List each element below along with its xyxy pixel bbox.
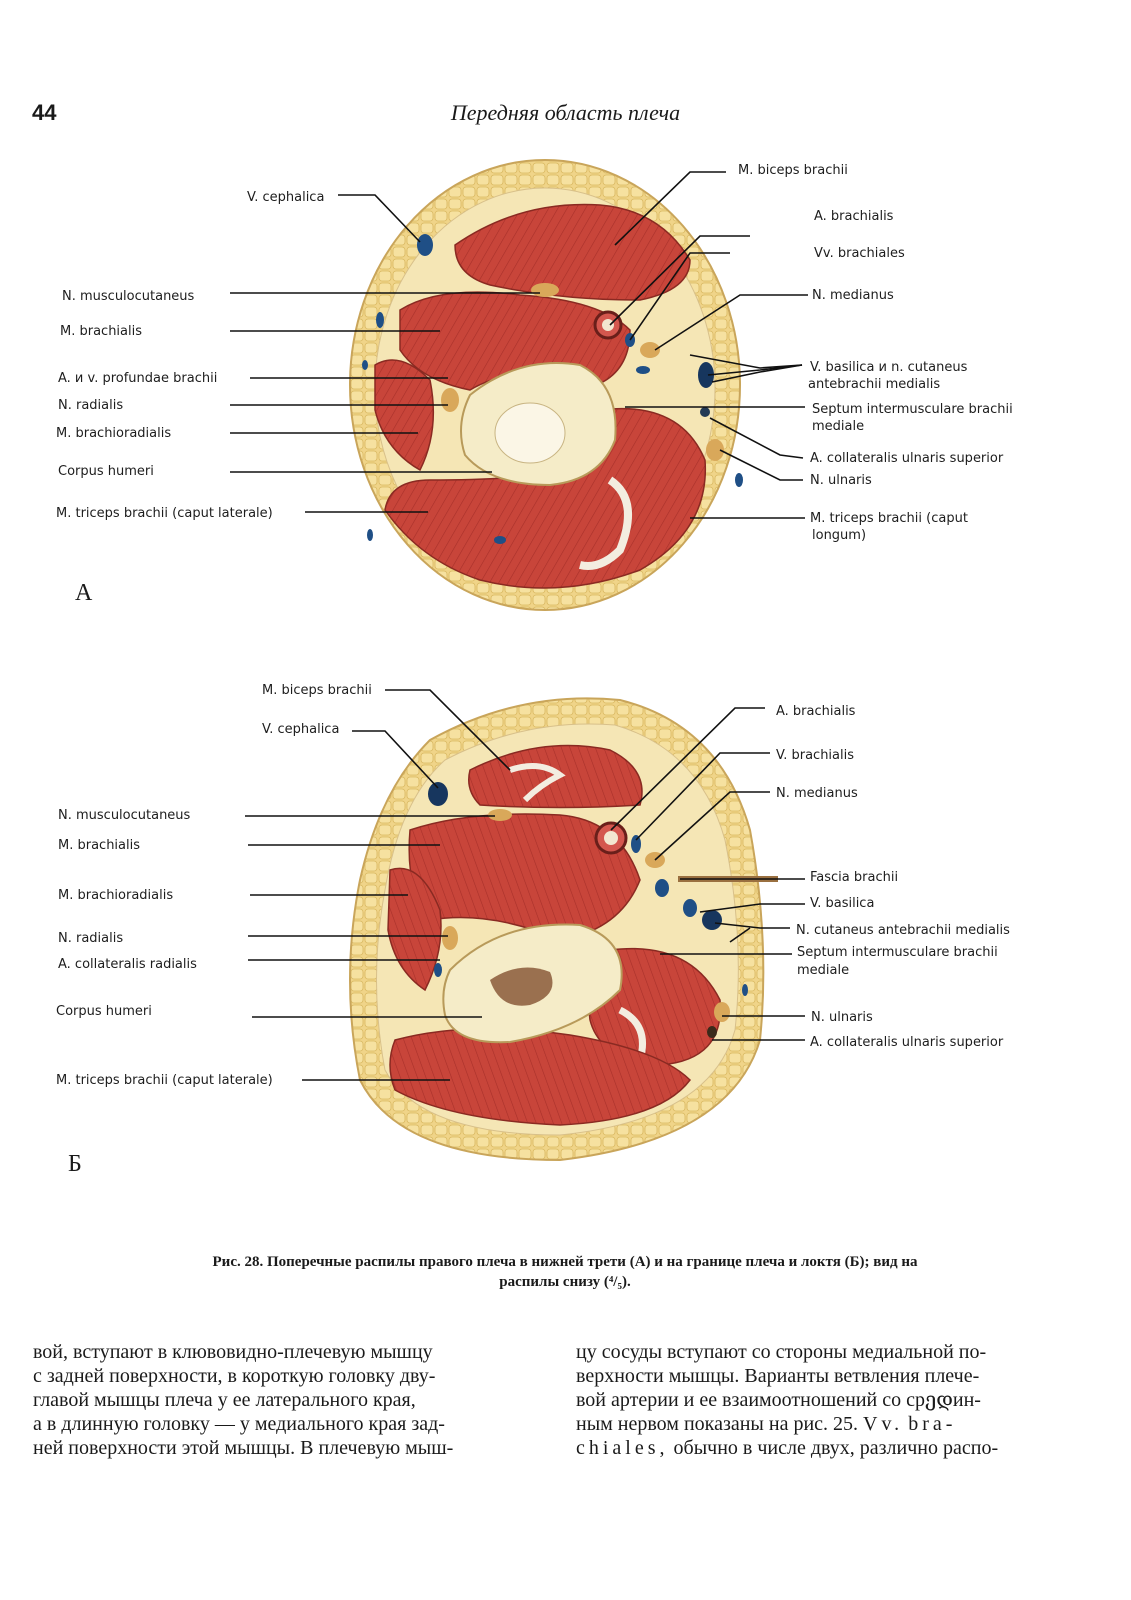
label-a-m-biceps: M. biceps brachii [738, 163, 848, 178]
label-b-septum-1: Septum intermusculare brachii [797, 945, 998, 960]
label-b-corpus-humeri: Corpus humeri [56, 1004, 152, 1019]
figure-b-cross-section [245, 689, 805, 1162]
figure-caption: Рис. 28. Поперечные распилы правого плеч… [60, 1252, 1070, 1292]
label-b-m-brachioradialis: M. brachioradialis [58, 888, 174, 903]
term-chiales: chiales, [576, 1437, 669, 1459]
label-b-n-ulnaris: N. ulnaris [811, 1010, 873, 1025]
label-b-a-collateralis-ulnaris: A. collateralis ulnaris superior [810, 1035, 1004, 1050]
running-title: Передняя область плеча [450, 100, 681, 125]
body-right-text: ным нервом показаны на рис. 25. [576, 1413, 859, 1435]
term-vv: Vv. [863, 1413, 904, 1435]
label-a-n-ulnaris: N. ulnaris [810, 473, 872, 488]
label-a-v-basilica-2: antebrachii medialis [808, 377, 941, 392]
term-bra: bra- [908, 1413, 957, 1435]
label-b-m-brachialis: M. brachialis [58, 838, 141, 853]
cephalic-vein-dot [417, 234, 433, 256]
label-a-n-radialis: N. radialis [58, 398, 124, 413]
label-a-v-cephalica: V. cephalica [247, 190, 325, 205]
label-b-v-brachialis: V. brachialis [776, 748, 855, 763]
label-b-a-collateralis-radialis: A. collateralis radialis [58, 957, 197, 972]
label-a-v-basilica-1: V. basilica и n. cutaneus [810, 360, 968, 375]
panel-label-b: Б [68, 1151, 82, 1177]
label-a-septum-2: mediale [812, 419, 865, 434]
label-a-corpus-humeri: Corpus humeri [58, 464, 154, 479]
label-a-septum-1: Septum intermusculare brachii [812, 402, 1013, 417]
body-left-line: с задней поверхности, в короткую головку… [33, 1365, 436, 1387]
body-left-line: ней поверхности этой мышцы. В плечевую м… [33, 1437, 454, 1459]
body-right-line: верхности мышцы. Варианты ветвления плеч… [576, 1365, 980, 1387]
label-a-n-musculocutaneus: N. musculocutaneus [62, 289, 195, 304]
label-b-v-basilica: V. basilica [810, 896, 875, 911]
label-b-n-musculocutaneus: N. musculocutaneus [58, 808, 191, 823]
body-right-line: ным нервом показаны на рис. 25. Vv. bra- [576, 1412, 1086, 1436]
body-left-line: вой, вступают в клювовидно-плечевую мышц… [33, 1341, 433, 1363]
body-column-left: вой, вступают в клювовидно-плечевую мышц… [33, 1340, 543, 1460]
label-b-n-cutaneus: N. cutaneus antebrachii medialis [796, 923, 1010, 938]
page-number: 44 [32, 100, 57, 125]
label-a-m-brachialis: M. brachialis [60, 324, 143, 339]
basilic-vein-dot [702, 910, 722, 930]
cephalic-vein-dot [428, 782, 448, 806]
body-column-right: цу сосуды вступают со стороны медиальной… [576, 1340, 1086, 1460]
body-right-line: вой артерии и ее взаимоотношений со срედ… [576, 1389, 981, 1411]
caption-line-1: Рис. 28. Поперечные распилы правого плеч… [212, 1254, 918, 1270]
label-b-v-cephalica: V. cephalica [262, 722, 340, 737]
body-left-line: главой мышцы плеча у ее латерального кра… [33, 1389, 416, 1411]
caption-line-2: распилы снизу (⁴/₅). [499, 1274, 631, 1290]
label-a-a-brachialis: A. brachialis [814, 209, 894, 224]
label-b-a-brachialis: A. brachialis [776, 704, 856, 719]
label-a-m-triceps-long-2: longum) [812, 528, 867, 543]
label-b-m-triceps-lat: M. triceps brachii (caput laterale) [56, 1073, 273, 1088]
label-b-fascia-brachii: Fascia brachii [810, 870, 899, 885]
body-right-line: chiales, обычно в числе двух, различно р… [576, 1436, 1086, 1460]
body-left-line: а в длинную головку — у медиального края… [33, 1413, 445, 1435]
label-b-n-medianus: N. medianus [776, 786, 858, 801]
panel-label-a: А [75, 580, 93, 606]
label-a-m-triceps-long-1: M. triceps brachii (caput [810, 511, 968, 526]
label-b-m-biceps: M. biceps brachii [262, 683, 372, 698]
label-a-a-profundae: A. и v. profundae brachii [58, 371, 218, 386]
basilic-vein-dot [698, 362, 714, 388]
label-a-a-collateralis-ulnaris: A. collateralis ulnaris superior [810, 451, 1004, 466]
label-a-m-triceps-lat: M. triceps brachii (caput laterale) [56, 506, 273, 521]
body-right-tail: обычно в числе двух, различно распо- [673, 1437, 999, 1459]
label-a-m-brachioradialis: M. brachioradialis [56, 426, 172, 441]
body-right-line: цу сосуды вступают со стороны медиальной… [576, 1341, 987, 1363]
label-a-vv-brachiales: Vv. brachiales [814, 246, 905, 261]
label-b-n-radialis: N. radialis [58, 931, 124, 946]
figure-a-cross-section [230, 159, 808, 611]
label-b-septum-2: mediale [797, 963, 850, 978]
label-a-n-medianus: N. medianus [812, 288, 894, 303]
